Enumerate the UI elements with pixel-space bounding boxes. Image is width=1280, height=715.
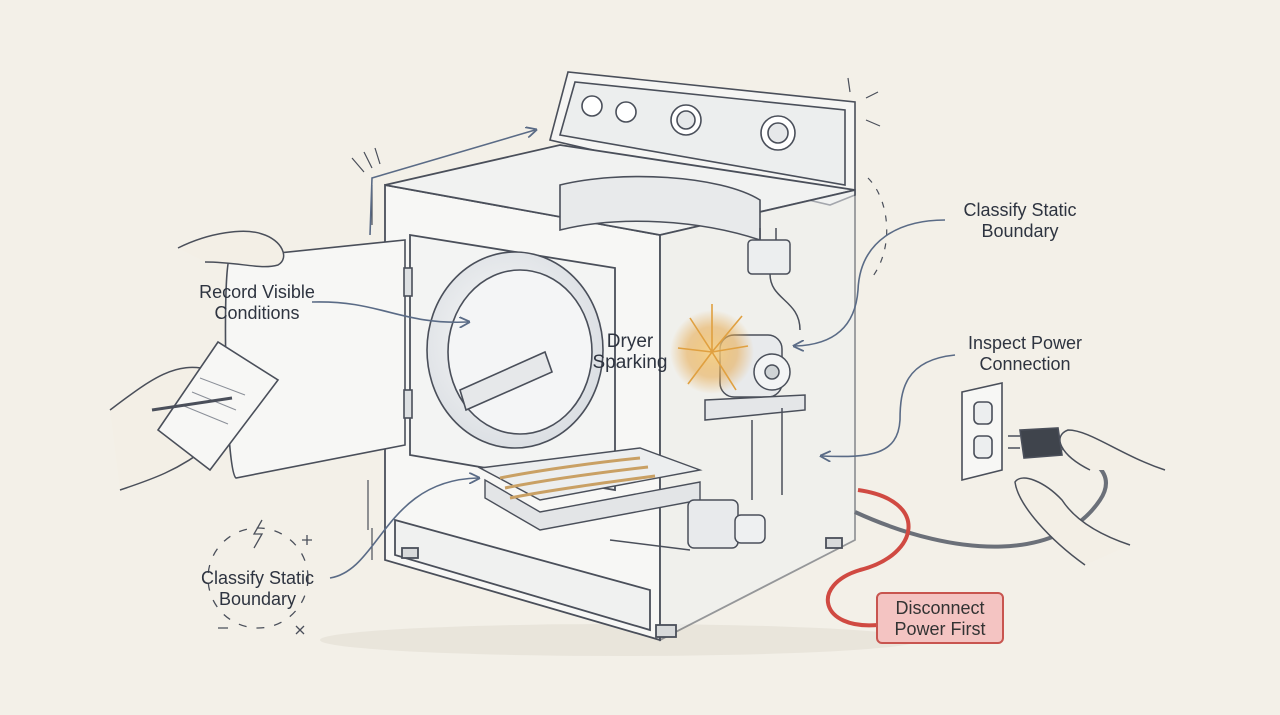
callout-classify-static-boundary-bottom: Classify Static Boundary bbox=[175, 568, 340, 610]
callout-dryer-sparking: Dryer Sparking bbox=[590, 331, 670, 373]
callout-line-1: Record Visible bbox=[199, 282, 315, 302]
plug bbox=[1008, 427, 1063, 459]
warning-line-2: Power First bbox=[894, 619, 986, 639]
callout-arrows bbox=[311, 130, 956, 579]
thermostat bbox=[747, 228, 801, 331]
callout-classify-static-boundary-top: Classify Static Boundary bbox=[935, 200, 1105, 242]
callout-line-2: Conditions bbox=[214, 303, 300, 323]
red-cord bbox=[825, 488, 911, 628]
drum bbox=[426, 175, 761, 449]
spark-burst bbox=[670, 304, 754, 394]
clipboard bbox=[151, 340, 280, 472]
callout-line-1: Classify Static bbox=[963, 200, 1077, 220]
callout-line-1: Dryer bbox=[606, 331, 654, 352]
heating-element bbox=[477, 447, 703, 531]
gas-valve bbox=[609, 499, 766, 551]
callout-line-2: Sparking bbox=[592, 352, 668, 373]
control-panel bbox=[549, 71, 856, 206]
callout-line-2: Boundary bbox=[218, 589, 297, 609]
callout-record-visible-conditions: Record Visible Conditions bbox=[172, 282, 342, 324]
callout-line-2: Connection bbox=[979, 354, 1071, 374]
warning-line-1: Disconnect bbox=[895, 598, 985, 618]
callout-line-1: Classify Static bbox=[200, 568, 315, 588]
lightning-icon bbox=[207, 519, 312, 635]
power-outlet bbox=[961, 382, 1003, 482]
open-door bbox=[224, 239, 413, 479]
callout-inspect-power-connection: Inspect Power Connection bbox=[950, 333, 1100, 375]
disconnect-power-warning: Disconnect Power First bbox=[876, 592, 1004, 644]
callout-line-1: Inspect Power bbox=[967, 333, 1083, 353]
callout-line-2: Boundary bbox=[981, 221, 1059, 241]
